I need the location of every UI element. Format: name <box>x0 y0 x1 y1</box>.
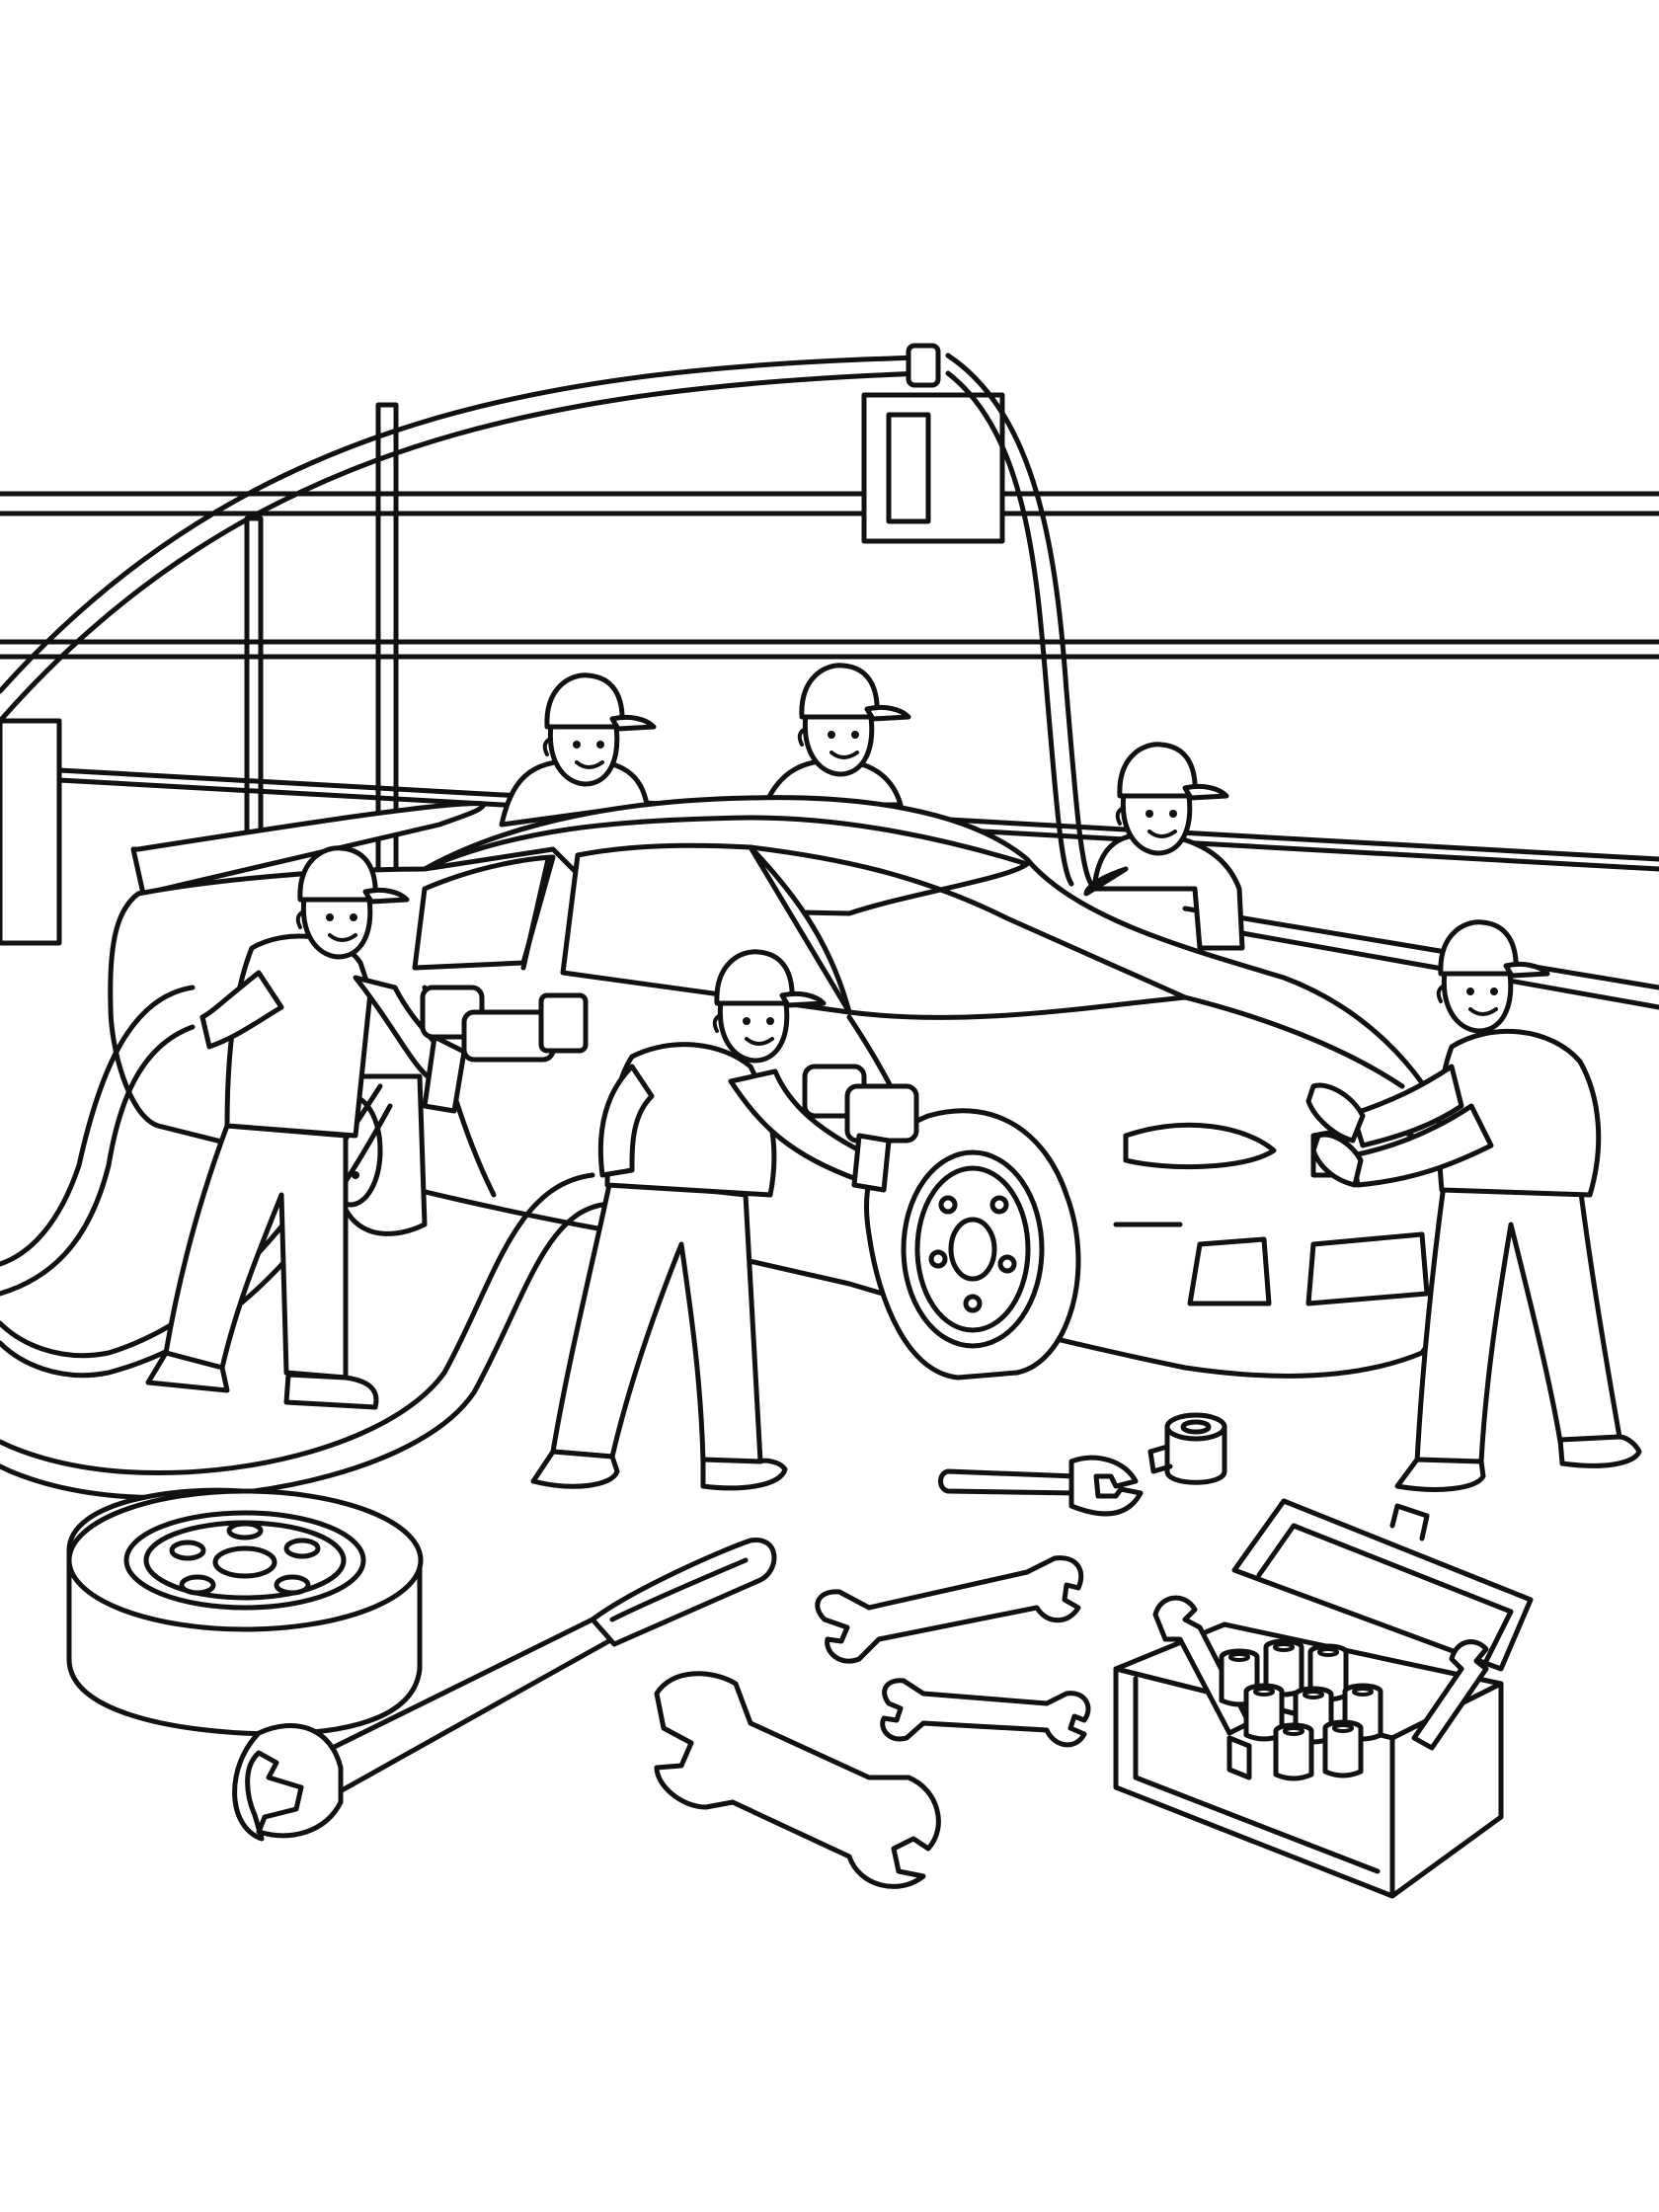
rig-pole-right <box>244 515 264 847</box>
fuel-tank <box>0 718 62 946</box>
rear-spoiler <box>130 801 487 897</box>
front-grille <box>1187 1236 1272 1306</box>
hand-lower <box>1310 1132 1364 1188</box>
hub <box>948 1217 997 1282</box>
open-end <box>1068 1455 1144 1517</box>
legs <box>550 1177 763 1464</box>
combination-wrench-small-bottom <box>880 1678 1091 1748</box>
combination-wrench-large-bottom <box>654 1671 941 1889</box>
fuel-rig <box>0 343 1094 946</box>
grip-highlight <box>609 1557 749 1622</box>
crew-member-back-left <box>499 675 654 828</box>
headlight-left <box>1123 1122 1277 1170</box>
combination-wrench-small-top <box>938 1455 1144 1517</box>
tape-top <box>1164 1412 1227 1442</box>
head <box>1118 745 1226 853</box>
head <box>800 666 908 774</box>
tape-body <box>1164 1424 1227 1485</box>
pit-wall-bottom-inner <box>1212 925 1659 1010</box>
crew-member-back-center <box>762 666 908 808</box>
toolbox-lid <box>1231 1498 1534 1672</box>
tape-end <box>1147 1444 1173 1474</box>
hub <box>212 1545 277 1579</box>
gun-nozzle <box>538 992 589 1054</box>
tape-roll <box>1147 1412 1227 1485</box>
wrench-body <box>815 1555 1084 1664</box>
crew-member-back-right <box>1083 745 1245 951</box>
socket <box>1276 1725 1311 1778</box>
impact-wrench-gun <box>420 985 589 1114</box>
rig-pulley <box>906 343 941 388</box>
spare-tire <box>66 1487 424 1737</box>
rig-boom-inner <box>0 370 926 724</box>
grip <box>590 1538 777 1647</box>
gun-handle <box>422 1034 467 1114</box>
crew-member-front-tire-changer <box>530 952 919 1491</box>
wrench-body <box>654 1671 941 1889</box>
open-end <box>232 1723 344 1842</box>
head <box>1439 922 1547 1031</box>
rim-inner <box>914 1165 1031 1333</box>
hose-front-outer <box>0 1172 595 1476</box>
shoe-left <box>530 1449 620 1489</box>
hose-back-outer <box>0 985 196 1267</box>
tape-hole <box>1180 1419 1212 1435</box>
combination-wrench-medium <box>815 1555 1084 1664</box>
toolbox <box>1113 1498 1534 1899</box>
shoe-right <box>1557 1434 1642 1468</box>
front-vent <box>1305 1231 1430 1306</box>
crew-member-rear-tire-changer <box>145 848 589 1410</box>
pit-wall-bottom <box>1182 906 1659 990</box>
rig-boom-outer <box>0 355 926 694</box>
wrench-body <box>880 1678 1091 1748</box>
legs <box>163 1123 349 1381</box>
wrench-in-box-right <box>1411 1639 1489 1751</box>
impact-wrench-gun <box>802 1064 919 1193</box>
hand-upper <box>1305 1082 1366 1144</box>
arm-upper <box>1350 1064 1464 1148</box>
front-wheel <box>864 1108 1081 1381</box>
shoe-left <box>145 1350 230 1393</box>
toolbox-lid-handle <box>1389 1503 1430 1541</box>
arm-left <box>597 1064 655 1178</box>
hanging-sign-box <box>861 392 1005 544</box>
toolbox-latch <box>1226 1735 1252 1780</box>
arm-lower <box>1350 1103 1494 1188</box>
gun-body <box>844 1083 919 1144</box>
head <box>545 675 654 784</box>
window-pillar <box>520 856 551 971</box>
rim-outer <box>123 1510 366 1611</box>
crew-member-front-bumper <box>1305 922 1642 1492</box>
hanging-sign-panel <box>886 412 931 524</box>
hood-line <box>1182 994 1405 1089</box>
fuel-hose-outer <box>945 353 1094 887</box>
socket <box>1325 1722 1361 1776</box>
fuel-hose-inner <box>945 370 1074 887</box>
hose-back-inner <box>0 1024 196 1297</box>
large-wrench <box>232 1538 777 1842</box>
shoe-left <box>1394 1457 1486 1492</box>
shoe-right <box>700 1457 788 1491</box>
gun-handle <box>851 1133 892 1193</box>
toolbox-lid-inner <box>1256 1523 1514 1664</box>
arm-left <box>199 970 284 1050</box>
legs <box>1414 1182 1622 1464</box>
hose-front-inner <box>0 1202 605 1501</box>
arm <box>1083 866 1129 897</box>
shoe-right <box>283 1372 379 1410</box>
handle <box>938 1468 1079 1496</box>
rear-window <box>412 854 556 971</box>
torso <box>224 933 373 1139</box>
toolbox-front-inner <box>1133 1676 1381 1874</box>
